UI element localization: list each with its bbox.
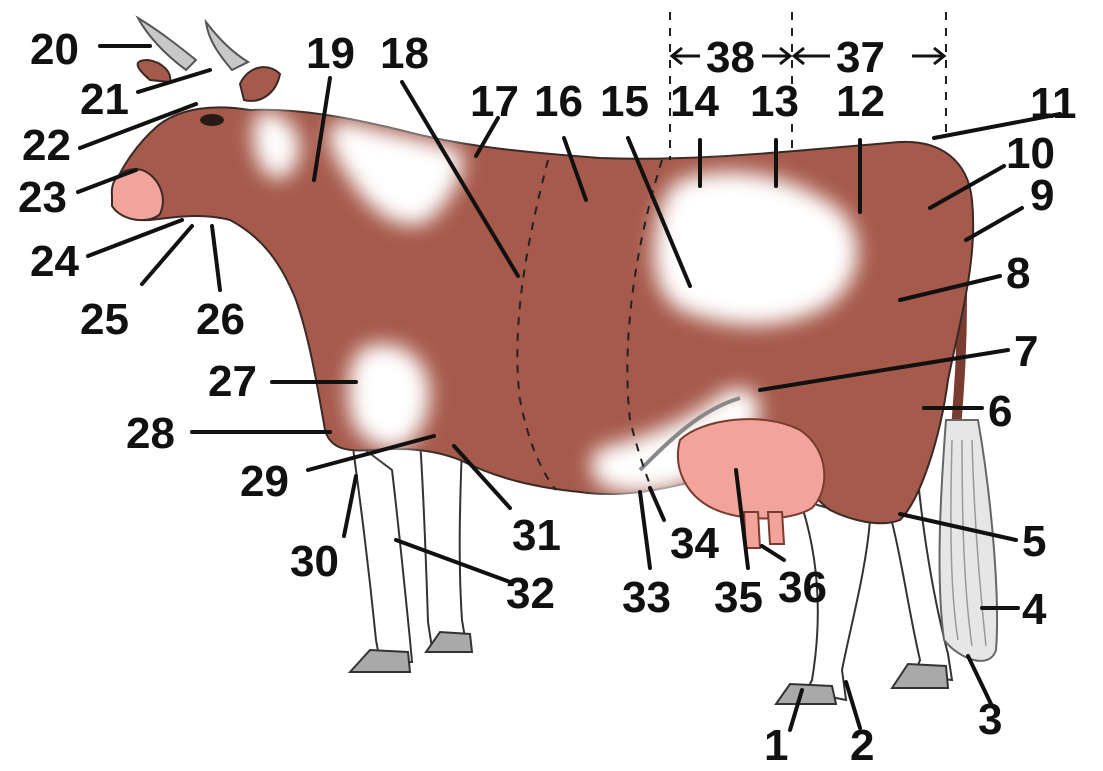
label-34: 34: [670, 519, 719, 568]
label-37: 37: [836, 33, 885, 82]
leader-36: [762, 546, 784, 560]
label-17: 17: [470, 77, 519, 126]
leader-26: [212, 226, 220, 290]
label-21: 21: [80, 75, 129, 124]
label-23: 23: [18, 173, 67, 222]
front-leg-near: [352, 440, 412, 662]
label-8: 8: [1006, 249, 1030, 298]
label-28: 28: [126, 409, 175, 458]
label-9: 9: [1030, 171, 1054, 220]
label-3: 3: [978, 695, 1002, 744]
label-29: 29: [240, 457, 289, 506]
label-6: 6: [988, 387, 1012, 436]
leader-25: [142, 226, 192, 284]
horn-right: [206, 22, 248, 70]
label-38: 38: [706, 33, 755, 82]
label-12: 12: [836, 77, 885, 126]
label-16: 16: [534, 77, 583, 126]
label-27: 27: [208, 357, 257, 406]
label-33: 33: [622, 573, 671, 622]
white-patch-chest: [348, 344, 429, 449]
label-19: 19: [306, 29, 355, 78]
label-7: 7: [1014, 327, 1038, 376]
leader-34: [650, 488, 664, 520]
label-35: 35: [714, 573, 763, 622]
label-31: 31: [512, 511, 561, 560]
label-5: 5: [1022, 517, 1046, 566]
label-25: 25: [80, 295, 129, 344]
tail-switch: [940, 420, 998, 661]
hoof-front-near: [350, 650, 410, 672]
hoof-hind-near: [776, 684, 836, 704]
label-15: 15: [600, 77, 649, 126]
leader-30: [344, 476, 356, 536]
label-14: 14: [670, 77, 719, 126]
label-22: 22: [22, 121, 71, 170]
label-20: 20: [30, 25, 79, 74]
hoof-hind-far: [892, 664, 948, 688]
front-leg-far: [420, 440, 466, 648]
label-2: 2: [850, 721, 874, 766]
label-10: 10: [1006, 129, 1055, 178]
leader-24: [88, 220, 182, 256]
label-4: 4: [1022, 585, 1047, 634]
label-30: 30: [290, 537, 339, 586]
ear-right: [240, 67, 280, 101]
label-32: 32: [506, 569, 555, 618]
eye: [200, 114, 224, 126]
label-36: 36: [778, 563, 827, 612]
label-18: 18: [380, 29, 429, 78]
udder-body: [678, 419, 824, 518]
ear-left: [138, 60, 171, 82]
leader-9: [966, 208, 1022, 240]
label-24: 24: [30, 237, 79, 286]
teat-2: [768, 512, 784, 544]
label-26: 26: [196, 295, 245, 344]
label-13: 13: [750, 77, 799, 126]
leader-33: [640, 492, 650, 568]
label-1: 1: [764, 721, 788, 766]
label-11: 11: [1030, 79, 1077, 128]
